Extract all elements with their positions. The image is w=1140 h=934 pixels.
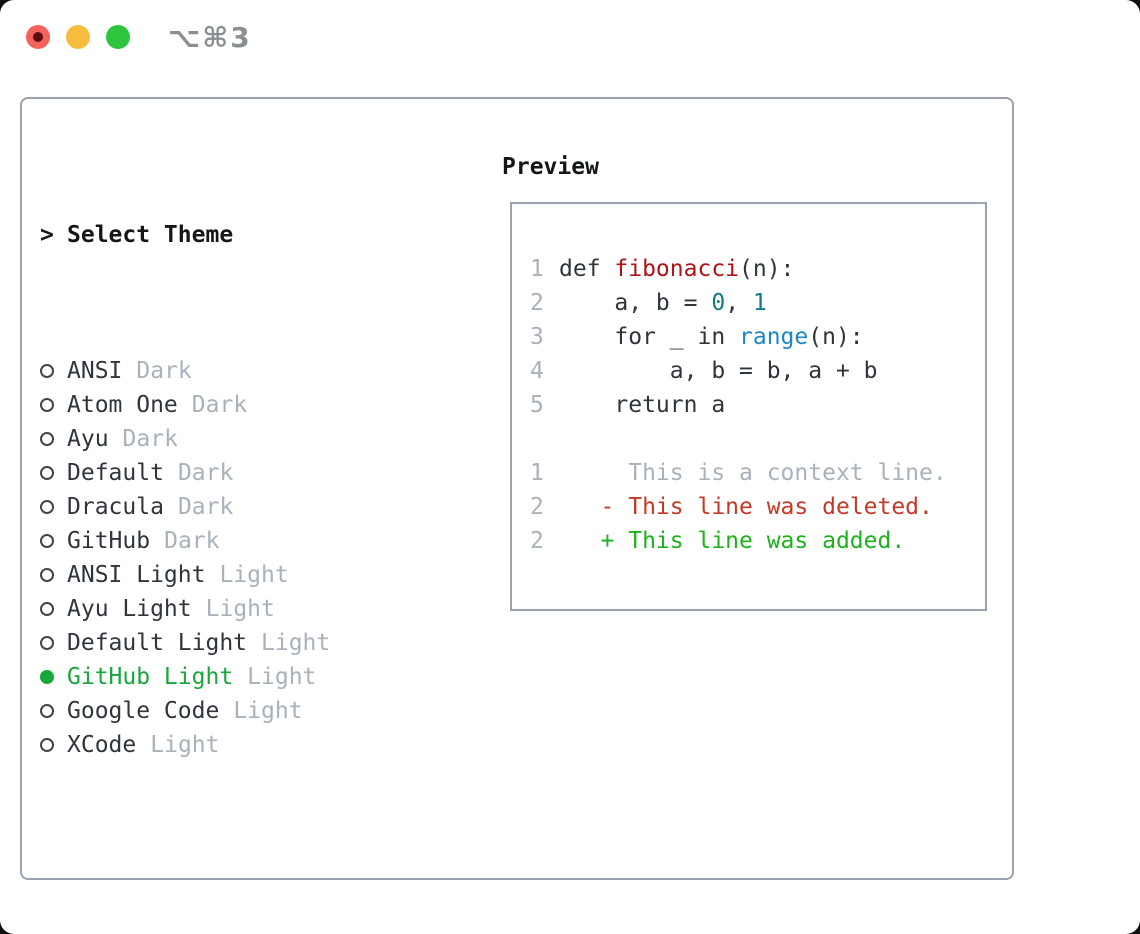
theme-option-dracula[interactable]: Dracula Dark [40, 490, 428, 524]
code-segment: range [739, 324, 809, 350]
theme-label: GitHub [67, 528, 151, 554]
radio-unselected-icon [40, 432, 67, 446]
theme-label: Default Light [67, 630, 248, 656]
close-button[interactable] [26, 25, 50, 49]
code-segment: return a [559, 392, 726, 418]
theme-label: Atom One [67, 392, 178, 418]
theme-label: GitHub Light [67, 664, 234, 690]
theme-picker-panel: > Select Theme ANSI Dark Atom One Dark A… [20, 97, 1014, 880]
cursor-cell: > [40, 218, 67, 252]
theme-variant: Light [205, 596, 275, 622]
line-number: 1 [530, 256, 544, 282]
code-segment: - This line was deleted. [559, 494, 933, 520]
record-dot-icon [33, 32, 43, 42]
code-segment: (n): [808, 324, 864, 350]
radio-unselected-icon [40, 738, 67, 752]
radio-unselected-icon [40, 364, 67, 378]
theme-label: XCode [67, 732, 137, 758]
code-line [530, 422, 985, 456]
select-theme-title: Select Theme [67, 222, 234, 248]
line-number: 4 [530, 358, 544, 384]
radio-unselected-icon [40, 534, 67, 548]
theme-option-ansi[interactable]: ANSI Dark [40, 354, 428, 388]
code-segment: (n): [739, 256, 795, 282]
radio-selected-icon [40, 670, 67, 684]
code-segment: , [725, 290, 753, 316]
radio-unselected-icon [40, 568, 67, 582]
select-theme-heading: > Select Theme [40, 218, 428, 252]
maximize-button[interactable] [106, 25, 130, 49]
theme-variant: Dark [136, 358, 192, 384]
theme-option-google-code[interactable]: Google Code Light [40, 694, 428, 728]
theme-label: Default [67, 460, 164, 486]
theme-label: Google Code [67, 698, 220, 724]
cursor-icon: > [40, 222, 54, 248]
code-line: 2 - This line was deleted. [530, 490, 985, 524]
code-line: 2 a, b = 0, 1 [530, 286, 985, 320]
code-segment: fibonacci [614, 256, 740, 282]
theme-option-github[interactable]: GitHub Dark [40, 524, 428, 558]
theme-variant: Light [219, 562, 289, 588]
code-segment: a, b = [559, 290, 712, 316]
line-number: 2 [530, 528, 544, 554]
code-line: 1 This is a context line. [530, 456, 985, 490]
theme-label: Ayu [67, 426, 109, 452]
line-number: 1 [530, 460, 544, 486]
theme-variant: Dark [164, 528, 220, 554]
titlebar: ⌥⌘3 [0, 0, 1140, 74]
code-segment: 1 [752, 290, 767, 316]
theme-label: Dracula [67, 494, 164, 520]
spacer [40, 864, 428, 898]
line-number: 3 [530, 324, 544, 350]
theme-variant: Dark [191, 392, 248, 418]
theme-option-default-light[interactable]: Default Light Light [40, 626, 428, 660]
theme-label: ANSI [67, 358, 123, 384]
theme-option-ayu[interactable]: Ayu Dark [40, 422, 428, 456]
theme-label: Ayu Light [67, 596, 192, 622]
theme-variant: Dark [177, 460, 234, 486]
theme-option-xcode[interactable]: XCode Light [40, 728, 428, 762]
line-number: 5 [530, 392, 544, 418]
theme-menu: > Select Theme ANSI Dark Atom One Dark A… [40, 150, 428, 934]
window-shortcut-label: ⌥⌘3 [168, 21, 252, 54]
code-line: 3 for _ in range(n): [530, 320, 985, 354]
code-segment: for _ in [559, 324, 740, 350]
radio-unselected-icon [40, 704, 67, 718]
theme-option-ayu-light[interactable]: Ayu Light Light [40, 592, 428, 626]
theme-option-list: ANSI Dark Atom One Dark Ayu Dark Default… [40, 354, 428, 762]
code-line: 2 + This line was added. [530, 524, 985, 558]
preview-title: Preview [502, 154, 599, 180]
theme-variant: Dark [177, 494, 234, 520]
theme-variant: Light [261, 630, 331, 656]
radio-unselected-icon [40, 636, 67, 650]
line-number: 2 [530, 494, 544, 520]
theme-variant: Dark [122, 426, 178, 452]
line-number: 2 [530, 290, 544, 316]
radio-unselected-icon [40, 500, 67, 514]
minimize-button[interactable] [66, 25, 90, 49]
theme-option-ansi-light[interactable]: ANSI Light Light [40, 558, 428, 592]
radio-unselected-icon [40, 466, 67, 480]
code-segment: + This line was added. [559, 528, 906, 554]
code-line: 1 def fibonacci(n): [530, 252, 985, 286]
theme-variant: Light [247, 664, 317, 690]
radio-unselected-icon [40, 398, 67, 412]
theme-option-atom-one[interactable]: Atom One Dark [40, 388, 428, 422]
theme-label: ANSI Light [67, 562, 206, 588]
code-segment: a, b = b, a + b [559, 358, 878, 384]
theme-option-github-light[interactable]: GitHub Light Light [40, 660, 428, 694]
code-segment: This is a context line. [559, 460, 947, 486]
radio-unselected-icon [40, 602, 67, 616]
code-segment: def [559, 256, 615, 282]
code-segment: 0 [711, 290, 726, 316]
line-number [530, 422, 559, 456]
code-line: 5 return a [530, 388, 985, 422]
code-line: 4 a, b = b, a + b [530, 354, 985, 388]
theme-option-default[interactable]: Default Dark [40, 456, 428, 490]
theme-variant: Light [150, 732, 220, 758]
theme-variant: Light [233, 698, 303, 724]
